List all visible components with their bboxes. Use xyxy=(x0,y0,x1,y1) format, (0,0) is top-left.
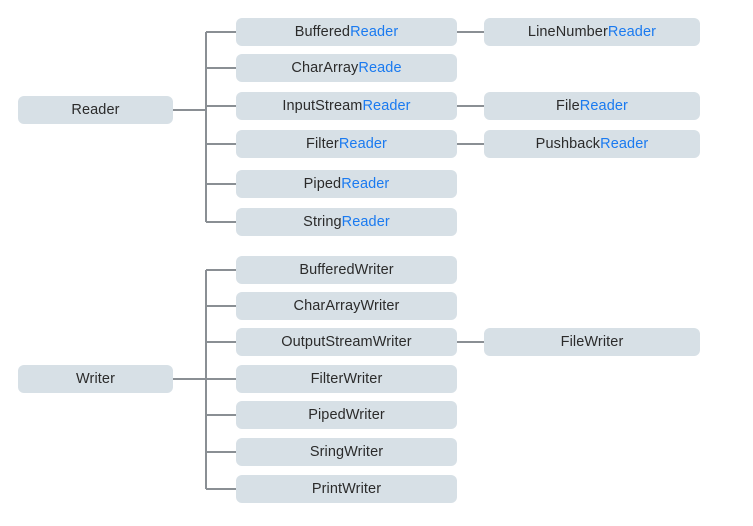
node-filewriter-label-prefix: FileWriter xyxy=(560,333,624,350)
node-pushbackreader-label: PushbackReader xyxy=(536,137,649,152)
root-node-writer[interactable]: Writer xyxy=(18,365,173,393)
node-bufferedreader[interactable]: BufferedReader xyxy=(236,18,457,46)
node-chararraywriter[interactable]: CharArrayWriter xyxy=(236,292,457,320)
root-node-reader[interactable]: Reader xyxy=(18,96,173,124)
node-pipedwriter[interactable]: PipedWriter xyxy=(236,401,457,429)
node-bufferedwriter-label: BufferedWriter xyxy=(299,263,393,278)
node-outputstreamwriter-label: OutputStreamWriter xyxy=(281,335,411,350)
node-pipedwriter-label-prefix: PipedWriter xyxy=(308,406,385,423)
node-filterreader[interactable]: FilterReader xyxy=(236,130,457,158)
node-filereader[interactable]: FileReader xyxy=(484,92,700,120)
node-filereader-label-suffix: Reader xyxy=(579,97,628,114)
root-node-writer-label: Writer xyxy=(76,372,115,387)
node-filereader-label: FileReader xyxy=(556,99,628,114)
root-node-reader-label: Reader xyxy=(71,103,119,118)
node-pushbackreader[interactable]: PushbackReader xyxy=(484,130,700,158)
node-stringreader-label-suffix: Reader xyxy=(341,213,390,230)
node-filereader-label-prefix: File xyxy=(556,97,580,114)
node-sringwriter-label-prefix: SringWriter xyxy=(309,443,384,460)
node-bufferedreader-label-prefix: Buffered xyxy=(294,23,351,40)
node-chararrayreade[interactable]: CharArrayReade xyxy=(236,54,457,82)
node-linenumberreader[interactable]: LineNumberReader xyxy=(484,18,700,46)
node-bufferedreader-label-suffix: Reader xyxy=(350,23,399,40)
node-outputstreamwriter[interactable]: OutputStreamWriter xyxy=(236,328,457,356)
node-bufferedwriter-label-prefix: BufferedWriter xyxy=(299,261,394,278)
node-stringreader-label: StringReader xyxy=(303,215,390,230)
node-sringwriter[interactable]: SringWriter xyxy=(236,438,457,466)
node-outputstreamwriter-label-prefix: OutputStreamWriter xyxy=(281,333,412,350)
node-bufferedreader-label: BufferedReader xyxy=(295,25,399,40)
node-stringreader[interactable]: StringReader xyxy=(236,208,457,236)
node-chararrayreade-label-prefix: CharArray xyxy=(291,59,359,76)
node-filterwriter-label: FilterWriter xyxy=(311,372,383,387)
node-pipedreader-label: PipedReader xyxy=(304,177,390,192)
node-chararrayreade-label: CharArrayReade xyxy=(291,61,401,76)
root-node-writer-label-prefix: Writer xyxy=(76,370,115,387)
node-filterreader-label-suffix: Reader xyxy=(338,135,387,152)
node-chararraywriter-label: CharArrayWriter xyxy=(294,299,400,314)
node-pipedreader-label-suffix: Reader xyxy=(341,175,390,192)
node-filewriter[interactable]: FileWriter xyxy=(484,328,700,356)
node-linenumberreader-label: LineNumberReader xyxy=(528,25,656,40)
node-chararraywriter-label-prefix: CharArrayWriter xyxy=(293,297,400,314)
node-printwriter-label-prefix: PrintWriter xyxy=(311,480,382,497)
node-pipedreader[interactable]: PipedReader xyxy=(236,170,457,198)
node-pipedreader-label-prefix: Piped xyxy=(303,175,342,192)
node-bufferedwriter[interactable]: BufferedWriter xyxy=(236,256,457,284)
node-inputstreamreader-label-prefix: InputStream xyxy=(282,97,363,114)
node-sringwriter-label: SringWriter xyxy=(310,445,383,460)
node-pushbackreader-label-prefix: Pushback xyxy=(535,135,601,152)
node-printwriter-label: PrintWriter xyxy=(312,482,381,497)
node-pushbackreader-label-suffix: Reader xyxy=(600,135,649,152)
root-node-reader-label-prefix: Reader xyxy=(71,101,120,118)
node-filterreader-label-prefix: Filter xyxy=(306,135,339,152)
node-filterreader-label: FilterReader xyxy=(306,137,387,152)
node-inputstreamreader-label: InputStreamReader xyxy=(282,99,410,114)
node-linenumberreader-label-prefix: LineNumber xyxy=(527,23,608,40)
node-filewriter-label: FileWriter xyxy=(561,335,624,350)
node-linenumberreader-label-suffix: Reader xyxy=(607,23,657,40)
node-stringreader-label-prefix: String xyxy=(303,213,342,230)
node-filterwriter[interactable]: FilterWriter xyxy=(236,365,457,393)
node-inputstreamreader[interactable]: InputStreamReader xyxy=(236,92,457,120)
node-pipedwriter-label: PipedWriter xyxy=(308,408,385,423)
node-printwriter[interactable]: PrintWriter xyxy=(236,475,457,503)
node-filterwriter-label-prefix: FilterWriter xyxy=(310,370,383,387)
node-inputstreamreader-label-suffix: Reader xyxy=(362,97,411,114)
node-chararrayreade-label-suffix: Reade xyxy=(358,59,402,76)
